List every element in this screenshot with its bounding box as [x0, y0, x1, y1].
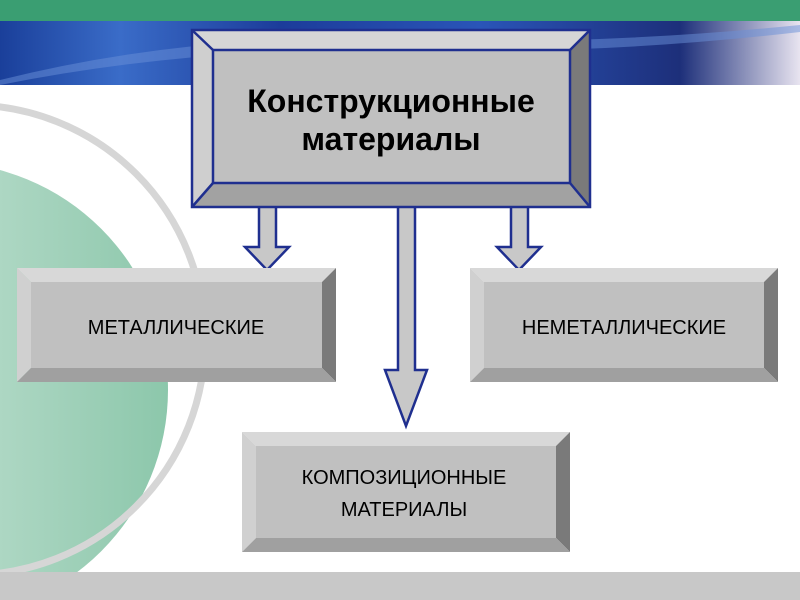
- arrow-to-metal: [242, 203, 292, 272]
- arrow-to-nonmetal: [494, 203, 544, 272]
- metal-label: МЕТАЛЛИЧЕСКИЕ: [88, 317, 264, 339]
- root-title-line1: Конструкционные: [247, 83, 534, 119]
- composite-label-line2: МАТЕРИАЛЫ: [341, 499, 467, 521]
- nonmetal-box: НЕМЕТАЛЛИЧЕСКИЕ: [470, 268, 778, 382]
- header-swoosh: [0, 25, 800, 85]
- nonmetal-label: НЕМЕТАЛЛИЧЕСКИЕ: [522, 317, 726, 339]
- arrow-to-composite: [383, 203, 429, 430]
- footer-gray-bar: [0, 572, 800, 600]
- header-green-bar: [0, 0, 800, 21]
- composite-box: КОМПОЗИЦИОННЫЕ МАТЕРИАЛЫ: [242, 432, 570, 552]
- root-title-line2: материалы: [301, 121, 480, 157]
- metal-box: МЕТАЛЛИЧЕСКИЕ: [17, 268, 336, 382]
- root-box: Конструкционные материалы: [190, 28, 592, 209]
- composite-label-line1: КОМПОЗИЦИОННЫЕ: [302, 467, 507, 489]
